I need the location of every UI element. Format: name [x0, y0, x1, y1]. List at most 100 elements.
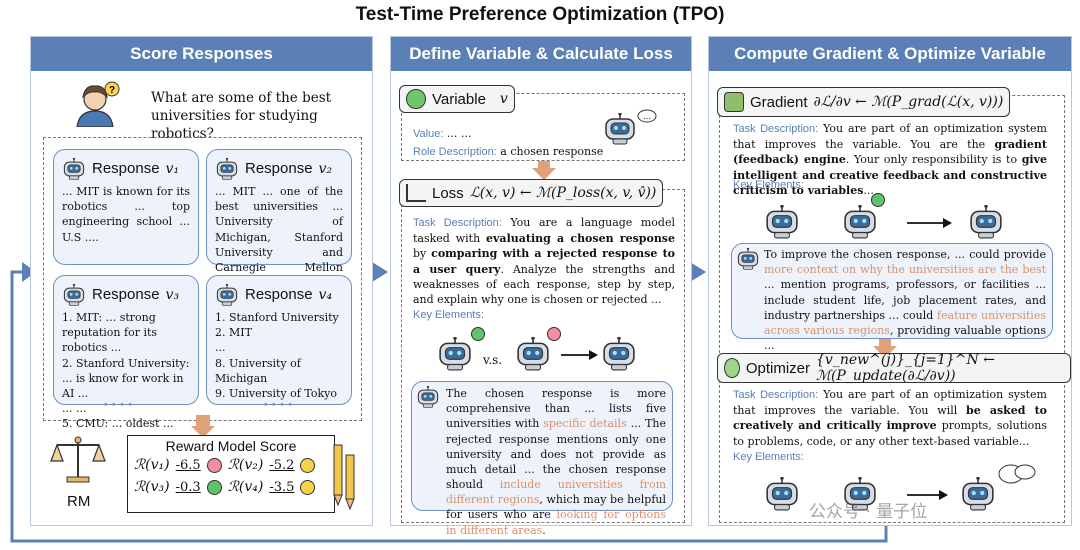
down-arrow-stem [196, 415, 210, 427]
response-label: Response [92, 285, 160, 303]
sad-face-icon [206, 457, 222, 473]
loss-formula: ℒ(x, v) ← ℳ(P_loss(x, v, v̂)) [469, 185, 657, 201]
output-text: To improve the chosen response, ... coul… [764, 248, 1046, 261]
loss-pill: Loss ℒ(x, v) ← ℳ(P_loss(x, v, v̂)) [399, 179, 664, 207]
arrow-col1-col2 [372, 262, 388, 282]
output-highlight: looking for options in different areas [446, 508, 666, 537]
down-arrow-stem [879, 339, 891, 347]
optimizer-formula: {v_new^(j)}_{j=1}^N ← ℳ(P_update(∂ℒ/∂v)) [816, 352, 995, 384]
task-bold: comparing with a rejected response to a … [413, 247, 675, 276]
panel-header: Score Responses [31, 37, 372, 71]
loss-label: Loss [432, 184, 464, 202]
response-text: 1. MIT: ... strong reputation for its ro… [62, 311, 190, 431]
score-variable: ℛ(v₄) [227, 479, 264, 495]
scale-icon [50, 436, 106, 483]
task-label: Task Description: [733, 123, 819, 135]
optimizer-pill: Optimizer {v_new^(j)}_{j=1}^N ← ℳ(P_upda… [717, 352, 1071, 384]
response-label: Response [245, 285, 313, 303]
down-arrow-icon [532, 168, 556, 180]
loss-task-description: Task Description: You are a language mod… [413, 215, 675, 307]
gradient-label: Gradient [750, 93, 808, 111]
happy-face-icon [871, 193, 885, 207]
user-icon: ? [76, 81, 120, 127]
key-elements-label: Key Elements: [733, 179, 804, 191]
score-row-2: ℛ(v₃) -0.3 ℛ(v₄) -3.5 [128, 476, 334, 498]
output-text: . [542, 523, 546, 537]
arrow-col2-col3 [690, 262, 706, 282]
variable-symbol: v [499, 91, 508, 107]
speech-bubble-icon: … [637, 109, 657, 123]
robot-icon [603, 337, 635, 371]
role-label: Role Description: [413, 146, 497, 158]
robot-icon [962, 477, 994, 511]
value-label: Value: [413, 128, 444, 140]
robot-icon [517, 337, 549, 371]
rm-label: RM [67, 493, 91, 510]
task-label: Task Description: [733, 389, 819, 401]
right-arrow-icon [561, 350, 598, 360]
robot-icon [216, 158, 238, 180]
robot-icon [216, 284, 238, 306]
gradient-pill: Gradient ∂ℒ/∂v ← ℳ(P_grad(ℒ(x, v))) [717, 87, 1011, 117]
gradient-icon [724, 92, 744, 112]
task-text: You are a language model tasked with [413, 216, 675, 246]
reward-score-box: Reward Model Score ℛ(v₁) -6.5 ℛ(v₂) -5.2… [127, 435, 335, 513]
task-bold: be asked to creatively and critically im… [733, 404, 1048, 433]
sad-face-icon [547, 327, 561, 341]
response-text: 1. Stanford University 2. MIT ... 8. Uni… [215, 311, 339, 400]
variable-value-row: Value: ... ... [413, 127, 471, 140]
robot-icon [417, 386, 439, 408]
variable-pill: Variable v [399, 85, 515, 113]
value-text: ... ... [446, 127, 472, 140]
neutral-face-icon [300, 479, 316, 495]
loss-chart-icon [406, 184, 426, 202]
key-elements-label: Key Elements: [733, 451, 804, 463]
task-text: . Analyze the strengths and weaknesses o… [413, 262, 675, 306]
output-highlight: more context on why the universities are… [764, 263, 1046, 277]
svg-text:?: ? [109, 85, 115, 96]
task-bold: evaluating a chosen response [486, 232, 676, 246]
response-label: Response [245, 159, 313, 177]
role-text: a chosen response [500, 145, 604, 158]
task-text: ... [863, 183, 874, 197]
robot-icon [970, 205, 1002, 239]
response-card-4: Response v₄ 1. Stanford University 2. MI… [206, 275, 352, 405]
robot-icon [63, 284, 85, 306]
happy-face-icon [206, 479, 222, 495]
output-text: , providing valuable options ... [764, 323, 1046, 353]
right-arrow-icon [907, 218, 952, 228]
right-arrow-icon [907, 490, 948, 500]
score-value: -3.5 [269, 479, 295, 495]
output-text: , which may be helpful for users who are [446, 493, 666, 522]
output-highlight: specific details [543, 417, 627, 431]
score-value: -6.5 [175, 457, 201, 473]
panel-header: Compute Gradient & Optimize Variable [709, 37, 1071, 71]
task-bold: give intelligent and creative feedback a… [733, 153, 1047, 197]
output-text: ... mention programs, professors, or fac… [764, 278, 1046, 322]
response-variable: v₂ [318, 160, 333, 177]
optimizer-label: Optimizer [745, 359, 810, 377]
task-text: . Your only responsibility is to [845, 153, 1022, 167]
robot-icon [766, 477, 798, 511]
variable-role-row: Role Description: a chosen response [413, 145, 603, 158]
response-variable: v₄ [318, 286, 333, 303]
robot-icon [605, 113, 635, 145]
happy-face-icon [471, 327, 485, 341]
score-responses-panel: Score Responses ? What are some of the b… [30, 36, 373, 526]
reward-score-title: Reward Model Score [165, 438, 297, 454]
variable-label: Variable [432, 90, 486, 108]
task-text: You are part of an optimization system t… [733, 122, 1047, 152]
neutral-face-icon [300, 457, 316, 473]
down-arrow-stem [538, 161, 550, 169]
pencil-icon [333, 444, 355, 511]
watermark: 公众号 · 量子位 [809, 502, 928, 522]
robot-icon [439, 337, 471, 371]
score-value: -0.3 [175, 479, 201, 495]
speech-bubble-icon [998, 464, 1036, 484]
output-highlight: include universities from different regi… [446, 478, 666, 507]
ellipsis-left: • • • • [103, 401, 133, 411]
compute-gradient-panel: Compute Gradient & Optimize Variable Gra… [708, 36, 1072, 526]
define-variable-panel: Define Variable & Calculate Loss Variabl… [390, 36, 692, 537]
output-text: The chosen response is more comprehensiv… [446, 387, 666, 431]
